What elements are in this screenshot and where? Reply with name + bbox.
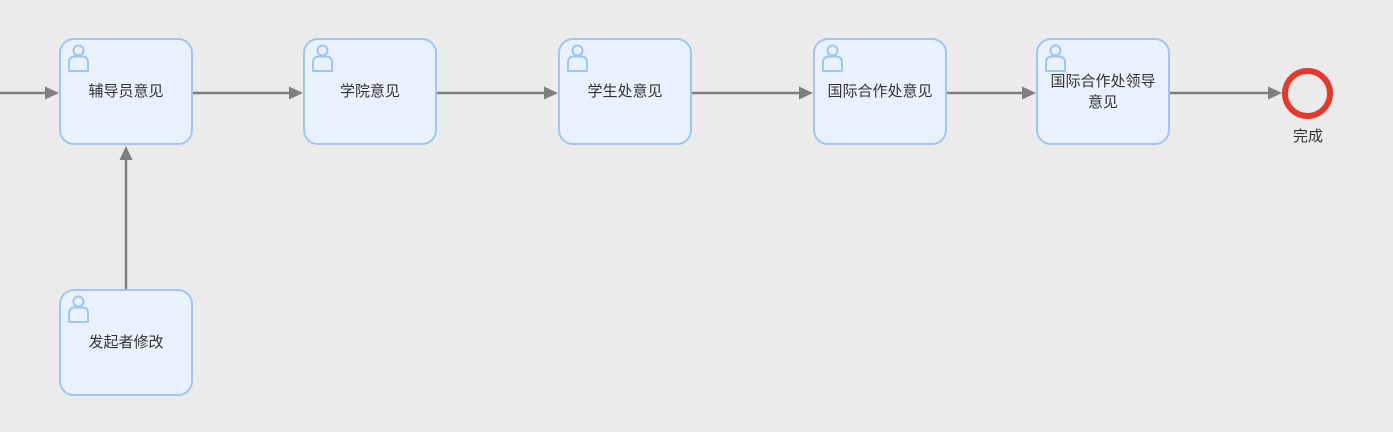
end-event-circle[interactable] [1282,68,1333,119]
task-label: 辅导员意见 [88,83,164,100]
person-icon [312,44,333,72]
task-node-student-affairs-opinion[interactable]: 学生处意见 [558,38,692,145]
person-icon [68,295,89,323]
person-icon [822,44,843,72]
task-label: 发起者修改 [88,334,164,351]
task-node-initiator-revision[interactable]: 发起者修改 [59,289,193,396]
task-node-college-opinion[interactable]: 学院意见 [303,38,437,145]
edge-college-to-student-affairs [437,86,558,100]
edge-offscreen-to-counselor [0,86,59,100]
task-node-intl-cooperation-opinion[interactable]: 国际合作处意见 [813,38,947,145]
edge-initiator-to-counselor [119,146,133,289]
edge-counselor-to-college [193,86,303,100]
edge-student-affairs-to-intl-cooperation [692,86,813,100]
end-event-label: 完成 [1292,128,1323,145]
task-label: 国际合作处意见 [827,83,933,100]
edge-leader-to-end [1170,86,1282,100]
task-label: 学院意见 [339,83,400,100]
task-node-counselor-opinion[interactable]: 辅导员意见 [59,38,193,145]
person-icon [68,44,89,72]
task-node-intl-cooperation-leader-opinion[interactable]: 国际合作处领导意见 [1036,38,1170,145]
person-icon [1045,44,1066,72]
task-label: 学生处意见 [587,83,663,100]
task-label: 国际合作处领导意见 [1050,72,1156,111]
edge-intl-cooperation-to-leader [947,86,1036,100]
person-icon [567,44,588,72]
